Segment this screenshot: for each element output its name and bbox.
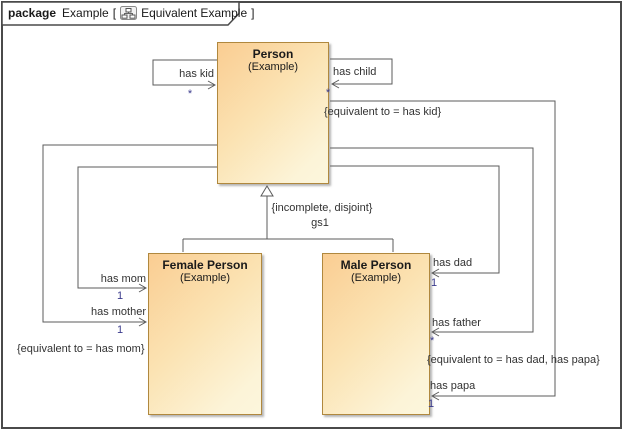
class-person-stereotype: (Example) (247, 61, 299, 73)
class-person-name: Person (252, 47, 294, 61)
edge-has-child[interactable] (330, 58, 393, 89)
constraint-has-child[interactable]: {equivalent to = has kid} (324, 106, 442, 118)
diagram-frame (1, 1, 622, 429)
multiplicity-has-mother[interactable]: 1 (116, 324, 124, 336)
edge-has-mother[interactable] (42, 144, 217, 327)
edge-label-has-mother[interactable]: has mother (90, 306, 146, 318)
class-male-person-name: Male Person (340, 258, 412, 272)
multiplicity-has-child[interactable]: * (325, 87, 331, 99)
edge-label-has-father[interactable]: has father (432, 317, 481, 329)
class-diagram-icon (120, 6, 138, 20)
edge-label-has-kid[interactable]: has kid (179, 68, 214, 80)
multiplicity-has-dad[interactable]: 1 (431, 277, 438, 289)
bracket-close: ] (251, 6, 255, 20)
multiplicity-has-papa[interactable]: 1 (428, 398, 435, 410)
diagram-name: Equivalent Example (141, 6, 248, 20)
class-female-person-stereotype: (Example) (179, 272, 231, 284)
edge-has-mom[interactable] (77, 166, 217, 293)
class-male-person[interactable]: Male Person (Example) (322, 253, 430, 415)
multiplicity-has-mom[interactable]: 1 (116, 290, 124, 302)
edge-label-has-mom[interactable]: has mom (100, 273, 146, 285)
class-female-person-name: Female Person (162, 258, 248, 272)
generalization-arrowhead-icon (260, 185, 274, 197)
generalization-set-label[interactable]: gs1 (311, 217, 329, 229)
edge-has-papa[interactable] (330, 100, 556, 401)
edge-generalization-gs1[interactable] (182, 196, 394, 252)
edge-has-father[interactable] (330, 147, 534, 337)
package-tab: package Example [ Equivalent Example ] (8, 5, 254, 21)
edge-label-has-dad[interactable]: has dad (433, 257, 473, 269)
multiplicity-has-father[interactable]: * (430, 335, 435, 347)
edge-has-dad[interactable] (330, 165, 500, 278)
edge-label-has-child[interactable]: has child (333, 66, 377, 78)
multiplicity-has-kid[interactable]: * (187, 88, 193, 100)
generalization-constraint[interactable]: {incomplete, disjoint} (271, 202, 373, 214)
bracket-open: [ (112, 6, 117, 20)
edge-label-has-papa[interactable]: has papa (430, 380, 476, 392)
class-female-person[interactable]: Female Person (Example) (148, 253, 262, 415)
package-name: Example (62, 6, 109, 20)
constraint-has-mother[interactable]: {equivalent to = has mom} (17, 343, 145, 355)
class-person[interactable]: Person (Example) (217, 42, 329, 184)
class-male-person-stereotype: (Example) (350, 272, 402, 284)
edge-has-kid[interactable] (152, 59, 217, 90)
constraint-has-father[interactable]: {equivalent to = has dad, has papa} (427, 354, 600, 366)
package-keyword: package (8, 6, 57, 20)
